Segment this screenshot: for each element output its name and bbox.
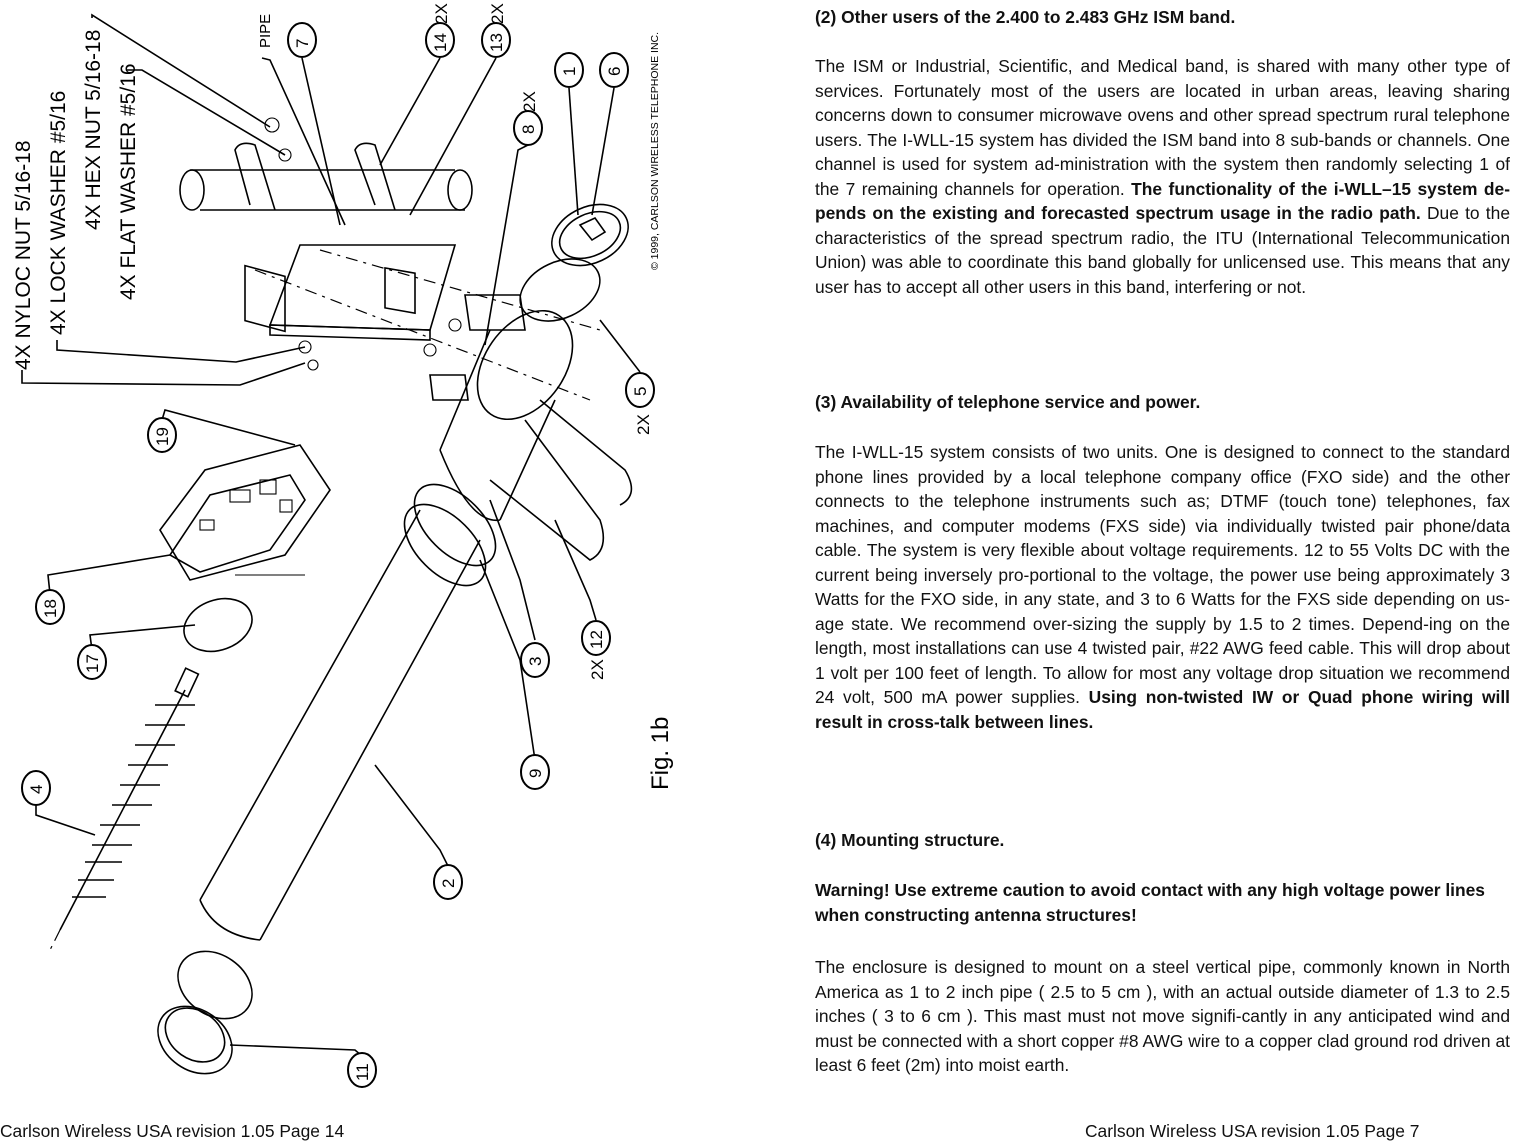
leader-nyloc: [21, 362, 306, 386]
section-2-paragraph: The ISM or Industrial, Scientific, and M…: [815, 56, 1510, 297]
u-bolt-large-1: [489, 419, 605, 561]
enclosure-tube-body: [439, 329, 556, 521]
svg-text:11: 11: [353, 1063, 372, 1081]
svg-text:2X: 2X: [520, 91, 539, 112]
yagi-boom: [59, 689, 186, 931]
leader-lock-washer: [56, 340, 306, 363]
hex-nut-icon: [264, 117, 280, 133]
circuit-board-assembly: [159, 444, 331, 581]
text-page: (2) Other users of the 2.400 to 2.483 GH…: [815, 0, 1510, 1142]
copyright-note: © 1999, CARLSON WIRELESS TELEPHONE INC.: [649, 32, 661, 270]
callout-3: 3: [520, 642, 550, 678]
svg-text:8: 8: [519, 125, 538, 134]
label-nyloc-nut: 4X NYLOC NUT 5/16-18: [12, 140, 35, 370]
callout-8: 8 2X: [513, 91, 543, 146]
washer-icon: [278, 148, 292, 162]
callout-18: 18: [35, 589, 65, 625]
svg-text:6: 6: [605, 67, 624, 76]
svg-text:19: 19: [153, 427, 172, 446]
left-page-footer: Carlson Wireless USA revision 1.05 Page …: [0, 1121, 345, 1141]
warning-text: Warning! Use extreme caution to avoid co…: [815, 880, 1485, 925]
callout-13: 13 2X: [481, 3, 511, 58]
label-lock-washer: 4X LOCK WASHER #5/16: [47, 91, 70, 335]
end-cap-bottom: [157, 1005, 233, 1075]
callout-6: 6: [599, 52, 629, 88]
callout-19: 19: [147, 417, 177, 453]
leader-flat-washer: [127, 69, 286, 156]
svg-text:2X: 2X: [488, 3, 507, 24]
leader-pipe: [261, 57, 346, 226]
svg-text:2X: 2X: [432, 3, 451, 24]
callout-12: 12 2X: [581, 620, 611, 680]
callout-9: 9: [520, 754, 550, 790]
radome-tube: [199, 509, 481, 941]
enclosure-tube-end: [476, 309, 574, 421]
callout-5: 5 2X: [625, 372, 655, 435]
svg-text:2: 2: [439, 879, 458, 888]
callout-11: 11: [347, 1052, 377, 1088]
svg-text:7: 7: [293, 39, 312, 48]
callout-7: 7: [287, 22, 317, 58]
svg-text:2X: 2X: [634, 414, 653, 435]
svg-text:1: 1: [560, 67, 579, 76]
svg-text:12: 12: [587, 630, 606, 649]
label-flat-washer: 4X FLAT WASHER #5/16: [117, 63, 140, 300]
svg-text:13: 13: [487, 33, 506, 52]
right-page-footer: Carlson Wireless USA revision 1.05 Page …: [1085, 1121, 1420, 1141]
leader-hex-nut: [91, 13, 271, 128]
end-cap-top: [551, 203, 629, 267]
u-bolt-1: [234, 142, 276, 211]
section-3-heading: (3) Availability of telephone service an…: [815, 392, 1201, 412]
callout-14: 14 2X: [425, 3, 455, 58]
u-bolt-2: [354, 142, 396, 211]
assembly-drawing-page: 4X NYLOC NUT 5/16-18 4X LOCK WASHER #5/1…: [0, 3, 674, 1141]
section-4-heading: (4) Mounting structure.: [815, 830, 1005, 850]
figure-caption: Fig. 1b: [647, 717, 674, 790]
svg-text:14: 14: [431, 33, 450, 52]
svg-text:17: 17: [83, 654, 102, 673]
ring-3: [413, 483, 497, 567]
svg-text:5: 5: [631, 387, 650, 396]
gasket-top: [519, 258, 601, 322]
ring-9: [403, 503, 487, 587]
label-pipe: PIPE: [257, 14, 274, 48]
svg-text:9: 9: [526, 769, 545, 778]
section-4-paragraph: The enclosure is designed to mount on a …: [815, 957, 1510, 1075]
callout-1: 1: [554, 52, 584, 88]
section-2-heading: (2) Other users of the 2.400 to 2.483 GH…: [815, 7, 1236, 27]
svg-text:4: 4: [27, 785, 46, 794]
mounting-plate: [268, 244, 457, 331]
svg-text:3: 3: [526, 657, 545, 666]
yagi-elements: [72, 704, 195, 898]
pipe-body: [190, 169, 465, 211]
callout-17: 17: [77, 644, 107, 680]
svg-text:2X: 2X: [588, 659, 607, 680]
mounting-disc: [183, 597, 253, 653]
callout-4: 4: [21, 770, 51, 806]
exploded-assembly-drawing: 4X NYLOC NUT 5/16-18 4X LOCK WASHER #5/1…: [12, 3, 674, 1088]
section-3-paragraph: The I-WLL-15 system consists of two unit…: [815, 442, 1511, 732]
label-hex-nut: 4X HEX NUT 5/16-18: [82, 30, 105, 230]
callout-2: 2: [433, 864, 463, 900]
svg-text:18: 18: [41, 599, 60, 618]
